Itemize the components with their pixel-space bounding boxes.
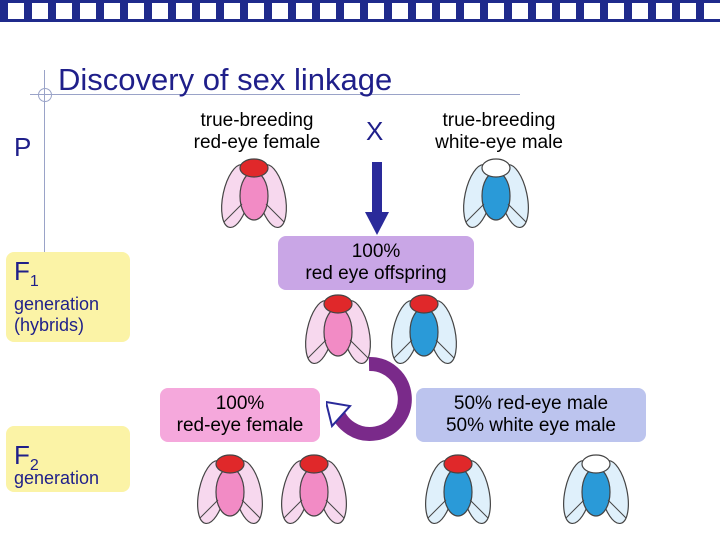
fly-f1-male-icon	[391, 294, 457, 365]
down-arrow-icon	[365, 162, 389, 235]
fly-f2-female-icon	[197, 454, 263, 525]
fly-f1-female-icon	[305, 294, 371, 365]
f2-generation-box	[6, 426, 130, 492]
f2-male-white-eye-label: 50% white eye male	[445, 415, 617, 436]
f2-male-red-eye-label: 50% red-eye male	[453, 393, 609, 414]
cross-symbol: X	[366, 116, 384, 146]
f2-generation-note: generation	[14, 468, 100, 488]
f1-result-label: red eye offspring	[305, 263, 447, 284]
fly-female-red-eye-icon	[221, 158, 287, 229]
f1-generation-box	[6, 252, 130, 342]
header-bar	[0, 0, 720, 22]
generation-p-label: P	[14, 132, 32, 162]
parent-female-label: true-breeding red-eye female	[193, 110, 321, 153]
fly-f2-male-red-eye-icon	[425, 454, 491, 525]
cycle-arrow-icon	[326, 356, 412, 441]
fly-f2-female-icon	[281, 454, 347, 525]
f2-male-box: 50% red-eye male 50% white eye male	[416, 388, 646, 442]
f1-generation-note: generation (hybrids)	[14, 294, 100, 335]
generation-f2-label: F2	[14, 440, 39, 474]
parent-male-label: true-breeding white-eye male	[435, 110, 563, 153]
f1-result-box: 100% red eye offspring	[278, 236, 474, 290]
f2-female-label: red-eye female	[176, 415, 304, 436]
crosshair-decoration	[38, 88, 52, 102]
f2-female-percent: 100%	[215, 393, 265, 414]
generation-f1-label: F1	[14, 256, 39, 290]
f1-result-percent: 100%	[351, 241, 401, 262]
guide-line-vertical	[44, 70, 45, 320]
slide-title: Discovery of sex linkage	[58, 62, 393, 97]
fly-male-white-eye-icon	[463, 158, 529, 229]
f2-female-box: 100% red-eye female	[160, 388, 320, 442]
fly-f2-male-white-eye-icon	[563, 454, 629, 525]
guide-line-horizontal	[30, 94, 520, 95]
